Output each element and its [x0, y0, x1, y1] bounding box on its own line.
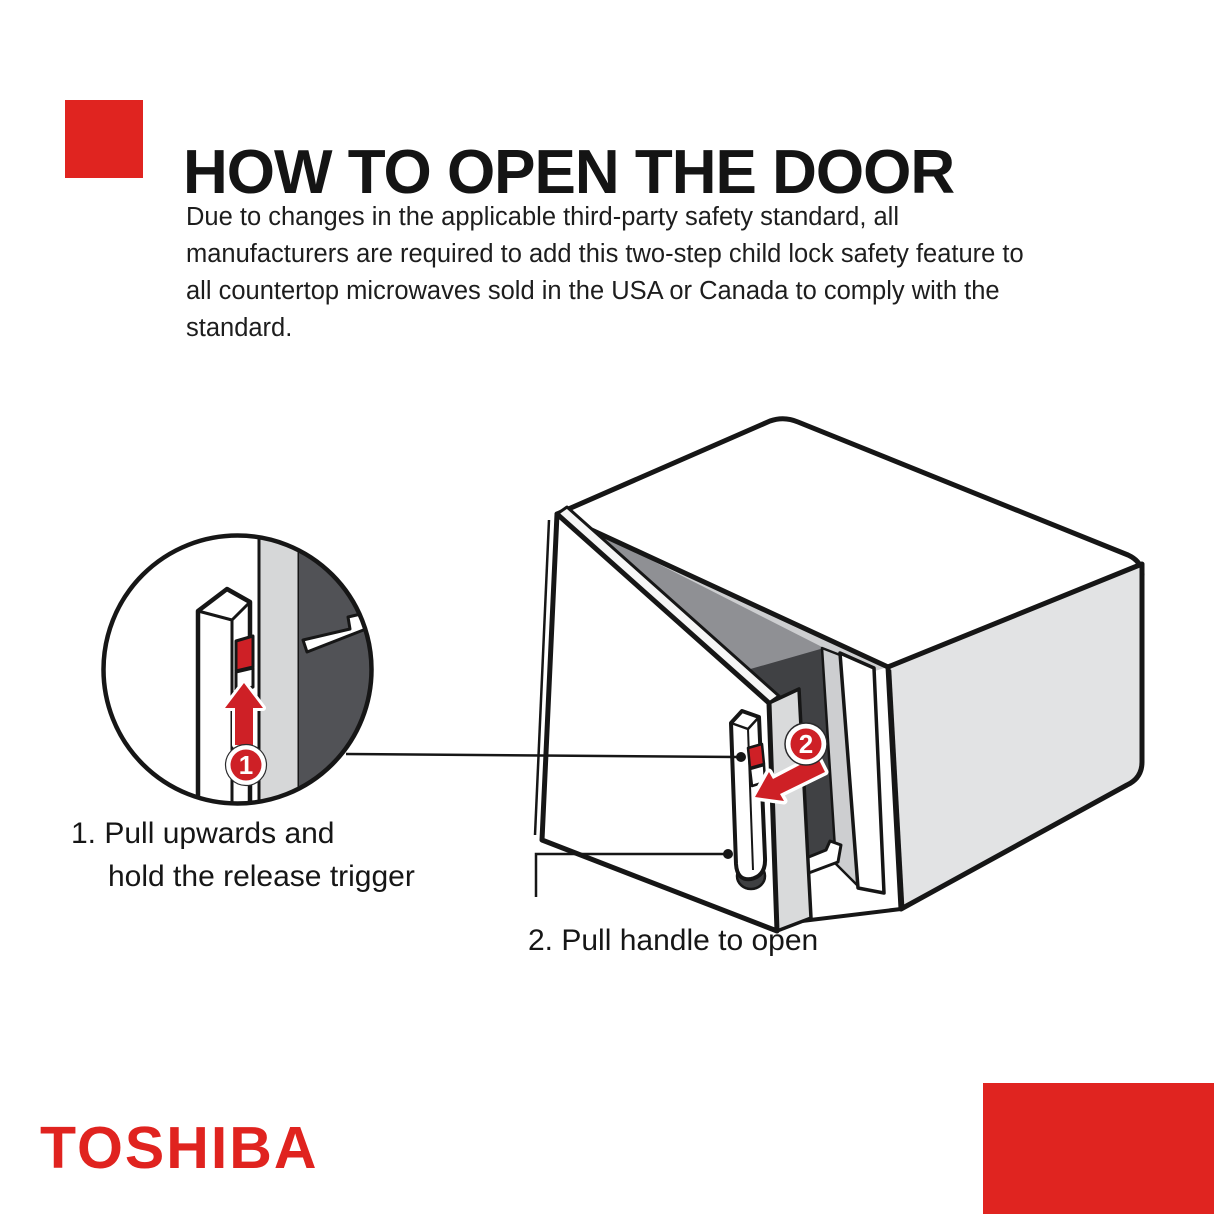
- inset-cavity-dark: [299, 535, 372, 804]
- leader-lines: [345, 752, 746, 897]
- step2-badge-number: 2: [799, 729, 813, 759]
- step1-badge: [230, 749, 262, 781]
- right-side-face: [885, 561, 1145, 912]
- leader-line-handle: [534, 852, 726, 897]
- toshiba-logo: TOSHIBA: [40, 1115, 319, 1181]
- page-title: HOW TO OPEN THE DOOR: [183, 137, 955, 207]
- front-right-edge: [888, 669, 905, 906]
- title-accent-square: [65, 100, 143, 178]
- frame-right-strip: [838, 651, 886, 895]
- inset-circle-outline: [101, 533, 374, 806]
- step2-label: 2. Pull handle to open: [528, 924, 819, 957]
- leader-line-trigger: [345, 752, 739, 759]
- door-panel: [539, 511, 780, 934]
- corner-accent-rect: [983, 1083, 1214, 1214]
- intro-line: manufacturers are required to add this t…: [186, 240, 1024, 268]
- detail-inset: 1: [101, 533, 374, 806]
- step2-markers: 2: [751, 722, 829, 805]
- inset-release-trigger: [234, 634, 255, 673]
- pull-arrow-icon: [751, 752, 829, 805]
- intro-paragraph: Due to changes in the applicable third-p…: [186, 199, 1186, 347]
- leader-dot-handle: [723, 849, 733, 859]
- step1-line1: 1. Pull upwards and: [71, 817, 335, 850]
- intro-line: all countertop microwaves sold in the US…: [186, 277, 1000, 305]
- step1-label: 1. Pull upwards and hold the release tri…: [71, 812, 415, 898]
- step1-badge-number: 1: [239, 750, 253, 780]
- intro-line: Due to changes in the applicable third-p…: [186, 203, 900, 231]
- inset-door-edge-strip: [257, 535, 301, 804]
- step2-badge: [790, 728, 822, 760]
- intro-line: standard.: [186, 314, 293, 342]
- step1-line2: hold the release trigger: [108, 860, 415, 893]
- hinge-edge-line: [533, 519, 551, 836]
- leader-dot-trigger: [736, 752, 746, 762]
